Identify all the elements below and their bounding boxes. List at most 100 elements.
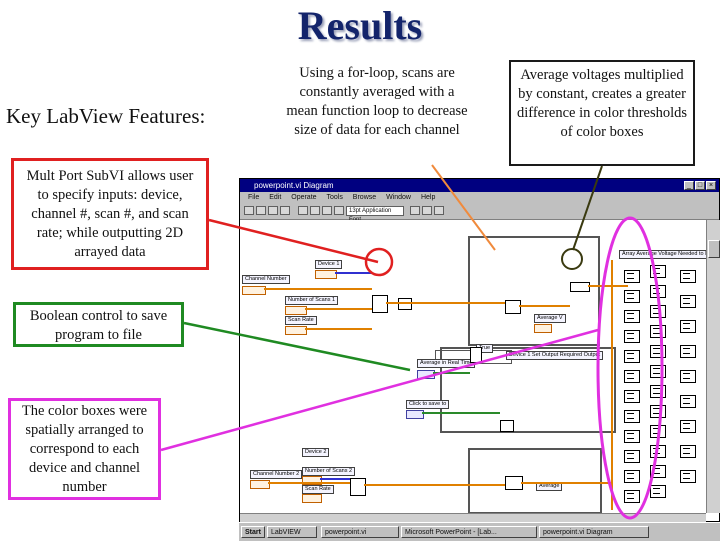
menu-edit[interactable]: Edit	[269, 194, 282, 201]
average-v-label: Average V	[534, 314, 566, 323]
maximize-icon[interactable]: □	[695, 181, 705, 190]
color-box	[680, 445, 696, 458]
window-titlebar: powerpoint.vi Diagram	[240, 179, 719, 192]
scroll-thumb[interactable]	[708, 240, 720, 258]
align-icon[interactable]	[410, 206, 420, 215]
color-box	[650, 305, 666, 318]
scans-control[interactable]	[285, 306, 307, 315]
step-into-icon[interactable]	[310, 206, 320, 215]
lower-loop-frame[interactable]	[468, 448, 602, 513]
color-box	[650, 445, 666, 458]
write-file-node[interactable]	[500, 420, 514, 432]
menu-help[interactable]: Help	[420, 194, 436, 201]
taskbar-item-labview[interactable]: LabVIEW	[267, 526, 317, 538]
taskbar-item-microsoft-powerpoint[interactable]: Microsoft PowerPoint - [Lab...	[401, 526, 537, 538]
reorder-icon[interactable]	[434, 206, 444, 215]
color-box	[680, 470, 696, 483]
wire	[364, 484, 505, 486]
color-box	[624, 330, 640, 343]
wire	[519, 305, 570, 307]
color-box	[624, 490, 640, 503]
color-box	[650, 485, 666, 498]
color-box	[624, 290, 640, 303]
wire	[268, 482, 350, 484]
array-average-label: Array Average Voltage Needed to Req	[619, 250, 706, 259]
step-over-icon[interactable]	[322, 206, 332, 215]
device-1-control[interactable]	[315, 270, 337, 279]
channel-number-label: Channel Number	[242, 275, 290, 284]
abort-icon[interactable]	[268, 206, 278, 215]
menu-file[interactable]: File	[248, 194, 260, 201]
color-box	[624, 410, 640, 423]
color-box	[650, 285, 666, 298]
features-heading: Key LabView Features:	[6, 104, 206, 128]
number-of-scans-2-label: Number of Scans 2	[302, 467, 356, 476]
menu-browse[interactable]: Browse	[352, 194, 377, 201]
color-box	[680, 320, 696, 333]
wire	[264, 288, 372, 290]
highlight-icon[interactable]	[298, 206, 308, 215]
run-continuously-icon[interactable]	[256, 206, 266, 215]
wire	[305, 308, 372, 310]
scan-rate-2-control[interactable]	[302, 494, 322, 503]
taskbar-item-diagram[interactable]: powerpoint.vi Diagram	[539, 526, 649, 538]
start-button[interactable]: Start	[241, 526, 265, 538]
mean-node[interactable]	[505, 300, 521, 314]
minimize-icon[interactable]: _	[684, 181, 694, 190]
color-box	[650, 325, 666, 338]
labview-diagram-window: powerpoint.vi Diagram _ □ × File Edit Op…	[239, 178, 720, 523]
array-node[interactable]	[398, 298, 412, 310]
step-out-icon[interactable]	[334, 206, 344, 215]
scans-2-control[interactable]	[302, 476, 322, 485]
color-box	[680, 295, 696, 308]
wire	[521, 482, 611, 484]
color-box	[624, 350, 640, 363]
color-box	[680, 370, 696, 383]
menu-window[interactable]: Window	[386, 194, 411, 201]
menu-tools[interactable]: Tools	[326, 194, 343, 201]
wire	[433, 372, 470, 374]
mult-port-subvi-2-node[interactable]	[350, 478, 366, 496]
distribute-icon[interactable]	[422, 206, 432, 215]
color-box	[624, 270, 640, 283]
color-box	[650, 345, 666, 358]
color-box	[680, 395, 696, 408]
channel-2-control[interactable]	[250, 480, 270, 489]
color-box	[650, 265, 666, 278]
font-selector[interactable]: 13pt Application Font	[346, 206, 404, 223]
toolbar: 13pt Application Font	[240, 203, 719, 223]
slide-title: Results	[297, 3, 423, 48]
scan-rate-control[interactable]	[285, 326, 307, 335]
taskbar-item-powerpoint-vi[interactable]: powerpoint.vi	[321, 526, 399, 538]
wire	[335, 272, 372, 274]
wire	[422, 412, 500, 414]
number-of-scans-label: Number of Scans 1	[285, 296, 339, 305]
device-1-label: Device 1	[315, 260, 343, 269]
menu-operate[interactable]: Operate	[291, 194, 317, 201]
click-to-save-label[interactable]: Click to save to	[406, 400, 450, 409]
multiply-constant-node[interactable]	[570, 282, 590, 292]
average-real-time-label: Average in Real Time	[417, 359, 476, 368]
color-box	[650, 465, 666, 478]
diagram-canvas[interactable]: True Device 1 Channel Number Number of S…	[240, 220, 706, 513]
color-box	[680, 345, 696, 358]
average-v-indicator	[534, 324, 552, 333]
vertical-scrollbar[interactable]	[706, 220, 720, 513]
scan-rate-label: Scan Rate	[285, 316, 317, 325]
color-box	[624, 470, 640, 483]
build-array-node[interactable]	[470, 347, 482, 363]
close-icon[interactable]: ×	[706, 181, 716, 190]
device-1-set-label: Device 1 Set Output Required Output	[506, 351, 604, 360]
scan-rate-2-label: Scan Rate	[302, 485, 334, 494]
color-box	[680, 270, 696, 283]
color-box	[650, 405, 666, 418]
mult-port-subvi-node[interactable]	[372, 295, 388, 313]
channel-number-2-label: Channel Number 2	[250, 470, 303, 479]
horizontal-scrollbar[interactable]	[240, 513, 706, 523]
run-icon[interactable]	[244, 206, 254, 215]
channel-number-control[interactable]	[242, 286, 266, 295]
pause-icon[interactable]	[280, 206, 290, 215]
wire	[320, 478, 350, 480]
window-title: powerpoint.vi Diagram	[254, 181, 334, 190]
wire	[588, 285, 628, 287]
